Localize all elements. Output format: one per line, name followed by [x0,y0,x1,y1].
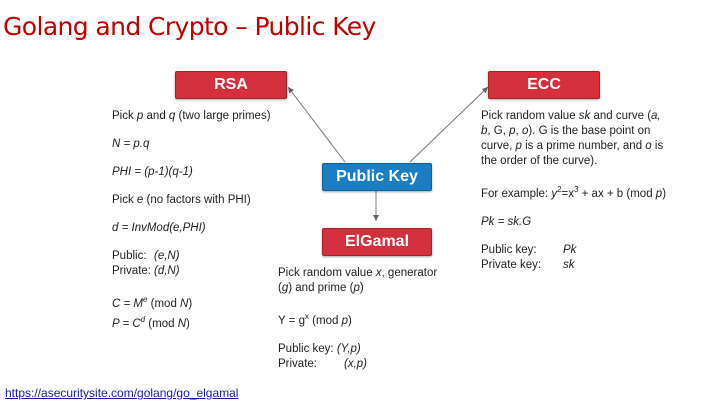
rsa-line-private: Private:(d,N) [112,265,180,277]
ecc-line-private: Private key:sk [481,258,575,271]
arrow-to-ecc [409,86,489,163]
ecc-line-example: For example: y2=x3 + ax + b (mod p) [481,185,667,200]
elgamal-line-1: Pick random value x, generator [278,267,438,279]
rsa-box: RSA [175,71,287,99]
ecc-box: ECC [488,71,600,99]
ecc-line-4: the order of the curve). [481,155,598,167]
elgamal-line-private: Private:(x,p) [278,357,367,370]
ecc-line-3: curve, p is a prime number, and o is [481,140,664,152]
rsa-line-d: d = InvMod(e,PHI) [112,222,206,234]
ecc-line-1: Pick random value sk and curve (a, [481,110,661,122]
rsa-line-encrypt: C = Me (mod N) [112,295,193,310]
elgamal-line-y: Y = gx (mod p) [278,312,352,327]
rsa-line-phi: PHI = (p-1)(q-1) [112,166,193,178]
elgamal-line-public: Public key: (Y,p) [278,342,361,355]
elgamal-box: ElGamal [322,228,432,256]
arrow-to-rsa [287,86,346,163]
ecc-line-2: b, G, p, o). G is the base point on [481,125,651,137]
rsa-description: Pick p and q (two large primes) N = p.q … [112,109,271,332]
ecc-line-pk: Pk = sk.G [481,215,532,228]
rsa-line-public: Public:(e,N) [112,250,180,262]
rsa-line-pick-e: Pick e (no factors with PHI) [112,194,251,206]
slide-title: Golang and Crypto – Public Key [3,12,376,41]
ecc-description: Pick random value sk and curve (a, b, G,… [481,109,666,273]
ecc-line-public: Public key:Pk [481,243,577,256]
rsa-line-pick-primes: Pick p and q (two large primes) [112,110,271,122]
source-link[interactable]: https://asecuritysite.com/golang/go_elga… [5,386,239,400]
elgamal-description: Pick random value x, generator (g) and p… [278,266,437,372]
public-key-box: Public Key [322,163,432,191]
rsa-line-n: N = p.q [112,138,150,150]
elgamal-line-2: (g) and prime (p) [278,282,364,294]
rsa-line-decrypt: P = Cd (mod N) [112,314,190,330]
